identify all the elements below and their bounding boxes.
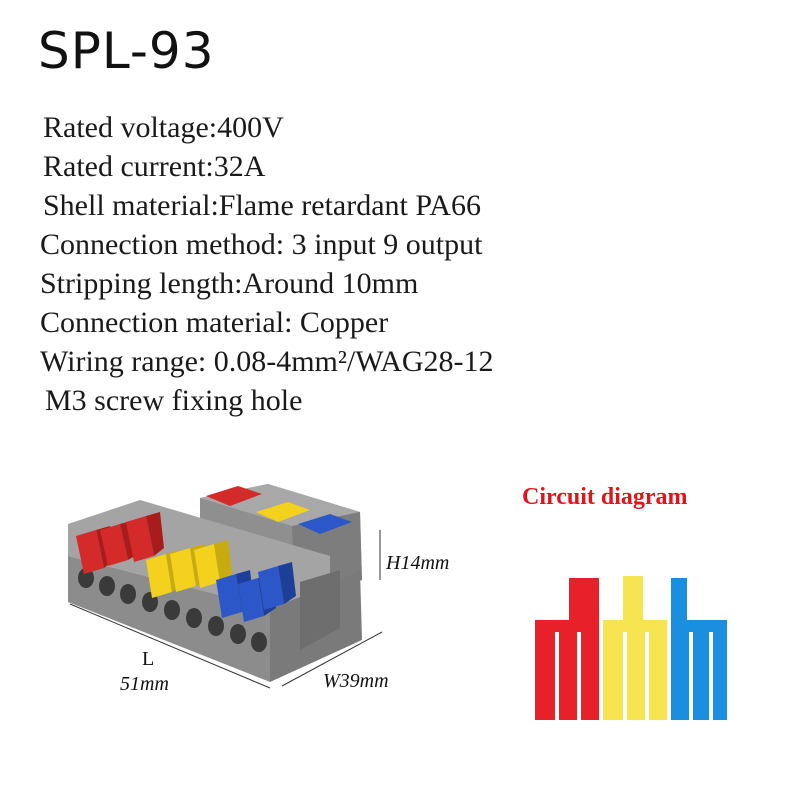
wire-holes [78,568,267,652]
input-lever-red [206,486,262,506]
circuit-yellow [603,576,667,720]
spec-list: Rated voltage:400V Rated current:32A She… [40,108,494,420]
lever-red-3 [126,512,164,562]
circuit-diagram [535,576,727,720]
spec-connection-method: Connection method: 3 input 9 output [40,228,483,261]
input-lever-blue [298,514,352,534]
length-letter: L [142,648,155,670]
spec-rated-current: Rated current:32A [43,150,266,183]
length-dimension: 51mm [120,673,169,695]
spec-rated-voltage: Rated voltage:400V [43,111,284,144]
lever-yellow-3 [194,540,232,588]
circuit-slots [555,632,713,720]
circuit-blue [671,578,727,720]
width-dimension: W39mm [323,670,389,692]
spec-stripping-length: Stripping length:Around 10mm [40,267,419,300]
spec-connection-material: Connection material: Copper [40,306,389,339]
product-title: SPL-93 [38,22,215,80]
spec-wiring-range: Wiring range: 0.08-4mm²/WAG28-12 [40,345,494,378]
input-lever-yellow [256,502,310,522]
height-dimension: H14mm [386,552,450,574]
spec-shell-material: Shell material:Flame retardant PA66 [43,189,481,222]
circuit-red [535,578,599,720]
circuit-diagram-title: Circuit diagram [522,484,688,510]
lever-blue-3 [258,562,296,610]
dimension-lines [69,530,383,689]
connector-illustration [68,484,383,689]
spec-fixing-hole: M3 screw fixing hole [45,384,303,417]
